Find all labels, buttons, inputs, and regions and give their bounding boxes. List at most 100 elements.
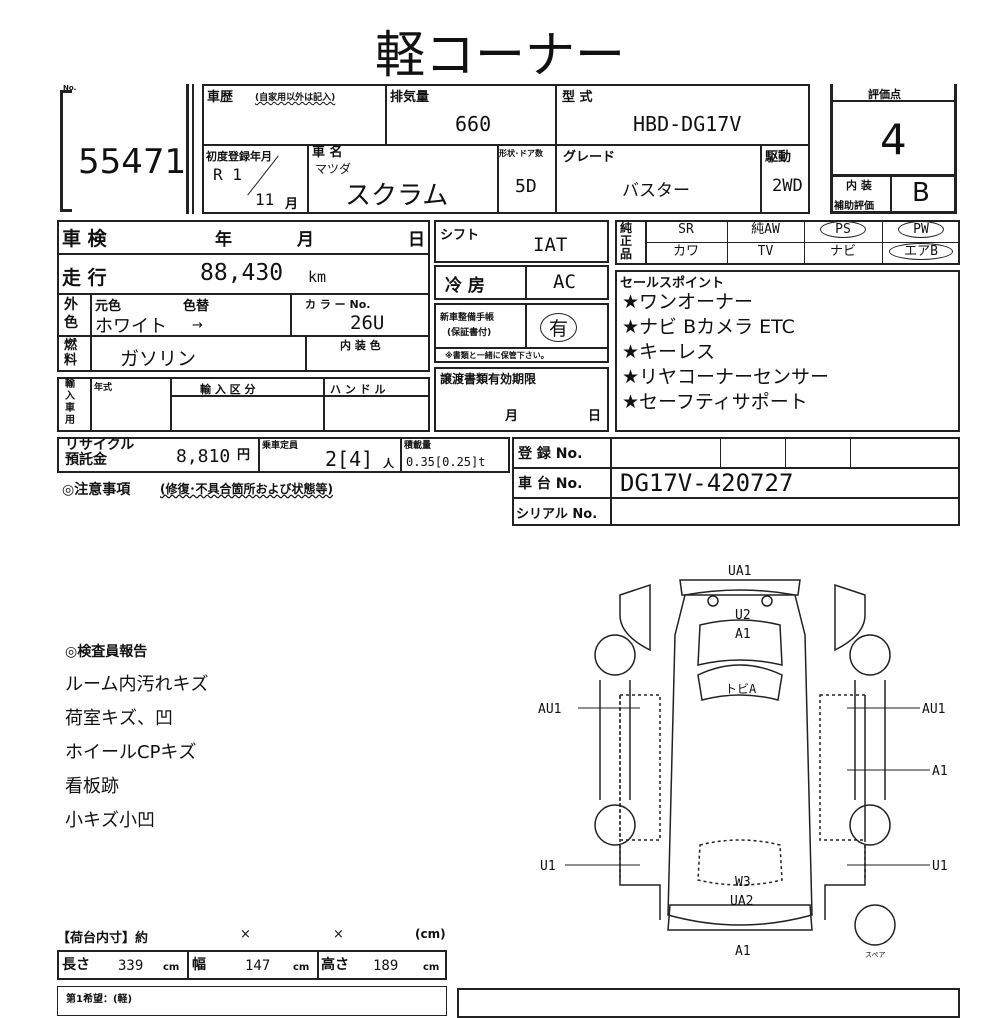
genuine-item-label: SR bbox=[678, 222, 694, 237]
transfer-day: 日 bbox=[588, 409, 602, 424]
sales-label: セールスポイント bbox=[620, 276, 725, 291]
interior-sub-label: 補助評価 bbox=[834, 201, 874, 212]
recycle-value: 8,810 bbox=[176, 446, 231, 467]
interior-label: 内 装 bbox=[846, 179, 872, 192]
mark-bottom: A1 bbox=[735, 944, 751, 959]
aircon-label: 冷 房 bbox=[445, 276, 485, 296]
shift-label: シフト bbox=[440, 228, 480, 243]
genuine-item-label: エアB bbox=[889, 243, 953, 260]
wheel-front-right bbox=[849, 634, 891, 676]
genuine-item-label: TV bbox=[757, 244, 774, 259]
mark-roof: トビA bbox=[725, 682, 757, 696]
displacement-value: 660 bbox=[455, 112, 492, 136]
genuine-item: TV bbox=[727, 244, 804, 260]
mark-rear-2: UA2 bbox=[730, 894, 753, 909]
height-label: 高さ bbox=[321, 957, 349, 973]
inspector-note: 看板跡 bbox=[65, 776, 119, 797]
wheel-front-left bbox=[594, 634, 636, 676]
genuine-item: PS bbox=[804, 221, 882, 238]
recycle-label: リサイクル bbox=[65, 437, 135, 453]
import-class-label: 輸 入 区 分 bbox=[200, 383, 256, 396]
length-value: 339 bbox=[118, 958, 144, 974]
sales-point: ★ナビ Bカメラ ETC bbox=[622, 316, 795, 338]
service-book-cell bbox=[434, 303, 609, 363]
color-no-label: カ ラ ー No. bbox=[305, 298, 371, 311]
inspection-label: 車 検 bbox=[62, 228, 107, 250]
first-reg-year: R 1 bbox=[213, 165, 242, 184]
interior-color-label: 内 装 色 bbox=[340, 339, 381, 352]
inspector-note: ホイールCPキズ bbox=[65, 742, 197, 763]
recycle-table bbox=[57, 437, 510, 473]
genuine-item: SR bbox=[645, 222, 727, 238]
score-box bbox=[830, 84, 957, 214]
notes-label: ◎注意事項 bbox=[62, 482, 131, 498]
service-book-note: ※書類と一緒に保管下さい。 bbox=[445, 351, 549, 360]
rear-bumper-top bbox=[679, 579, 801, 596]
car-maker: マツダ bbox=[315, 162, 352, 176]
first-reg-month: 11 bbox=[255, 190, 275, 209]
arrow-icon: → bbox=[192, 318, 203, 333]
service-book-label: 新車整備手帳 bbox=[440, 313, 495, 323]
history-label: 車歴 bbox=[207, 90, 234, 105]
inspector-notes: ルーム内汚れキズ 荷室キズ、凹 ホイールCPキズ 看板跡 小キズ小凹 bbox=[65, 668, 208, 838]
vehicle-info-table bbox=[202, 84, 810, 214]
spare-label: スペア bbox=[865, 951, 886, 959]
aircon-cell bbox=[434, 265, 609, 300]
serial-label: シリアル No. bbox=[516, 507, 598, 522]
model-code-label: 型 式 bbox=[562, 90, 593, 105]
transfer-cell bbox=[434, 367, 609, 432]
front-bumper bbox=[667, 904, 813, 931]
genuine-item: カワ bbox=[645, 244, 727, 260]
wheel-rear-left bbox=[594, 804, 636, 846]
load-label: 積載量 bbox=[404, 441, 432, 451]
mark-top: UA1 bbox=[728, 564, 751, 579]
sales-points-box bbox=[615, 270, 960, 432]
aircon-value: AC bbox=[553, 271, 576, 293]
service-book-value: 有 bbox=[540, 313, 578, 342]
hope-label: 第1希望：(軽) bbox=[66, 994, 133, 1005]
mark-rear-1: W3 bbox=[735, 875, 751, 890]
genuine-item: 純AW bbox=[727, 222, 804, 238]
width-unit: cm bbox=[293, 962, 310, 973]
inspector-note: ルーム内汚れキズ bbox=[65, 674, 209, 695]
fuel-value: ガソリン bbox=[120, 348, 197, 370]
lot-label: No. bbox=[63, 84, 77, 92]
genuine-item-label: PW bbox=[898, 221, 944, 238]
genuine-side-label: 純正品 bbox=[620, 221, 633, 261]
shift-value: IAT bbox=[533, 234, 568, 256]
cargo-x1: × bbox=[240, 927, 251, 942]
chassis-label: 車 台 No. bbox=[518, 476, 583, 492]
grade-value: バスター bbox=[622, 181, 690, 201]
interior-score: B bbox=[912, 178, 930, 208]
height-unit: cm bbox=[423, 962, 440, 973]
orig-color-value: ホワイト bbox=[95, 316, 167, 337]
genuine-item: ナビ bbox=[804, 244, 882, 260]
registration-table bbox=[512, 437, 960, 526]
chassis-value: DG17V-420727 bbox=[620, 469, 794, 497]
import-table bbox=[57, 377, 430, 432]
sales-point: ★リヤコーナーセンサー bbox=[622, 366, 830, 388]
genuine-item-label: PS bbox=[820, 221, 866, 238]
lot-number: 55471 bbox=[78, 142, 187, 182]
capacity-value: 2[4] bbox=[325, 447, 374, 471]
handle-label: ハ ン ド ル bbox=[330, 383, 386, 396]
spare-tire bbox=[854, 904, 896, 946]
genuine-item-label: ナビ bbox=[829, 244, 856, 259]
mileage-value: 88,430 bbox=[200, 260, 284, 286]
sales-points: ★ワンオーナー ★ナビ Bカメラ ETC ★キーレス ★リヤコーナーセンサー ★… bbox=[622, 290, 829, 415]
score-label: 評価点 bbox=[868, 88, 901, 101]
length-label: 長さ bbox=[62, 957, 90, 973]
lot-bracket bbox=[60, 90, 72, 212]
history-note: (自家用以外は記入) bbox=[255, 93, 336, 103]
roof-window bbox=[697, 664, 783, 701]
car-name-label: 車 名 bbox=[312, 145, 343, 160]
cargo-label: 【荷台内寸】約 bbox=[57, 931, 149, 946]
orig-color-label: 元色 bbox=[95, 299, 122, 314]
sales-point: ★ワンオーナー bbox=[622, 291, 754, 313]
capacity-unit: 人 bbox=[383, 457, 394, 470]
shift-cell bbox=[434, 220, 609, 263]
recycle-unit: 円 bbox=[237, 448, 251, 463]
load-value: 0.35[0.25]t bbox=[406, 455, 486, 469]
cargo-table bbox=[57, 950, 447, 980]
mark-right-mid: A1 bbox=[932, 764, 948, 779]
